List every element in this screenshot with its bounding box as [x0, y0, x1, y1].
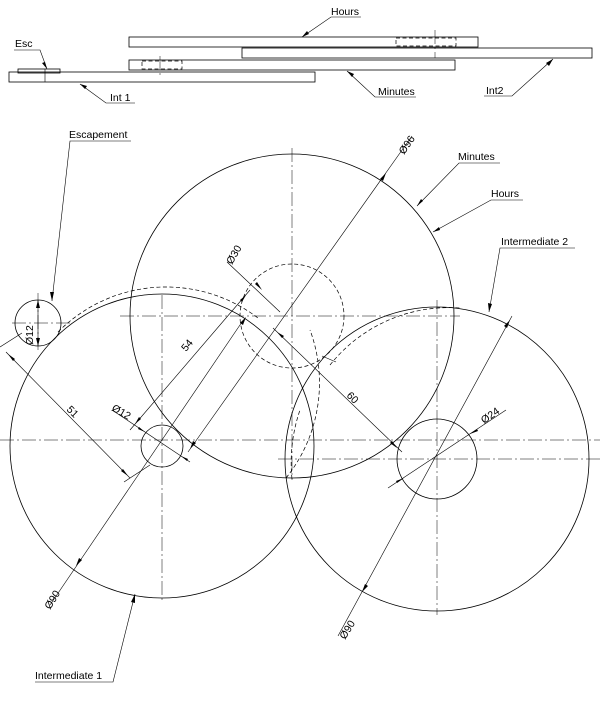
minutes-label: Minutes — [458, 151, 495, 163]
int2-leader — [484, 58, 554, 97]
hours-top-label: Hours — [331, 6, 359, 18]
intermediate2-label: Intermediate 2 — [501, 236, 568, 248]
intermediate2-pinion — [396, 418, 478, 500]
dim-60: 60 — [344, 390, 361, 407]
intermediate2-wheel — [284, 306, 590, 612]
dim-d30: Ø30 — [224, 243, 244, 266]
minutes-top-label: Minutes — [378, 86, 415, 98]
esc-pinion-bar — [17, 68, 61, 74]
intermediate1-wheel — [9, 293, 315, 599]
intermediate2-leader — [488, 247, 575, 313]
hours-label: Hours — [491, 188, 519, 200]
minutes-pinion-section — [141, 60, 183, 70]
int1-leader — [79, 83, 135, 104]
esc-leader — [14, 49, 48, 70]
dim-d24: Ø24 — [479, 405, 502, 426]
dim-d12-int1: Ø12 — [110, 402, 133, 422]
hidden-arc-int1 — [57, 286, 259, 333]
hidden-arc-lower — [290, 409, 301, 480]
hidden-arc-lower2 — [285, 329, 320, 479]
hidden-arc-int2 — [329, 307, 461, 366]
intermediate1-pinion — [140, 424, 184, 468]
int2-arbor-bar — [241, 47, 593, 59]
dim-d90-int2: Ø90 — [337, 618, 358, 641]
dim-51: 51 — [64, 404, 81, 421]
esc-label: Esc — [15, 38, 33, 50]
hours-top-leader — [301, 16, 361, 38]
intermediate1-leader — [35, 593, 136, 683]
escapement-label: Escapement — [69, 129, 127, 141]
dim-d12-esc: Ø12 — [24, 325, 36, 345]
escapement-leader — [51, 140, 131, 302]
side-view: Hours Esc Int 1 Minutes Int2 — [8, 6, 593, 104]
dim-d90-int1: Ø90 — [42, 588, 63, 611]
int1-arbor-bar — [8, 71, 316, 83]
minutes-pinion — [239, 263, 345, 369]
front-view: Ø96 Ø30 54 51 Ø12 Ø12 Ø90 — [0, 129, 600, 683]
int1-label: Int 1 — [110, 92, 131, 104]
hours-arbor-bar — [128, 36, 479, 48]
minutes-leader — [416, 162, 500, 207]
int2-label: Int2 — [486, 85, 504, 97]
dim-54: 54 — [179, 337, 196, 354]
hours-leader — [432, 199, 523, 233]
intermediate1-label: Intermediate 1 — [35, 670, 102, 682]
minutes-arbor-bar — [128, 59, 456, 71]
minutes-top-leader — [346, 70, 416, 98]
dim-d96: Ø96 — [397, 133, 418, 156]
hours-pinion-section — [395, 37, 457, 47]
